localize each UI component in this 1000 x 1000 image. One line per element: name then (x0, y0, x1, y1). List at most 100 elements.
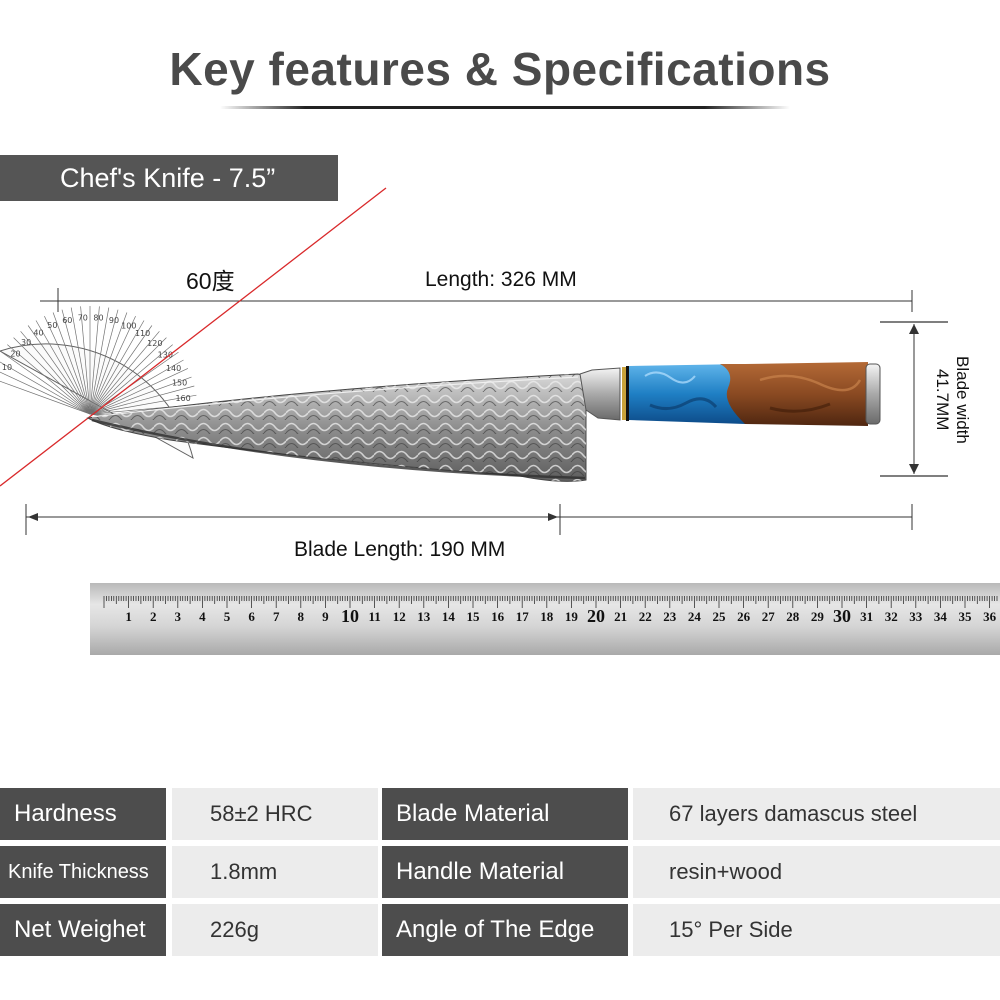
ruler-number: 14 (441, 609, 455, 624)
ruler-number: 22 (638, 609, 652, 624)
protractor-ray (0, 361, 91, 415)
ruler-number: 18 (540, 609, 554, 624)
protractor-label: 130 (158, 351, 173, 360)
ruler-number: 10 (341, 606, 359, 626)
knife-handle (629, 362, 881, 426)
protractor-label: 60 (62, 316, 72, 325)
protractor-label: 50 (47, 321, 57, 330)
ruler-number: 11 (368, 609, 381, 624)
protractor-ray (89, 306, 100, 415)
product-banner: Chef's Knife - 7.5” (0, 155, 338, 201)
protractor-ray (89, 312, 128, 415)
edge-angle-line (0, 187, 387, 487)
knife-diagram: 1020304050607080901001101201301401501601… (0, 187, 948, 535)
ruler-number: 1 (125, 609, 132, 624)
ruler-number: 12 (392, 609, 406, 624)
ruler-number: 24 (687, 609, 701, 624)
protractor-ray (27, 325, 91, 415)
ruler-number: 8 (297, 609, 305, 624)
protractor-label: 20 (10, 350, 20, 359)
ruler-number: 28 (786, 609, 800, 624)
ruler-number: 33 (909, 609, 923, 624)
protractor-ray (89, 320, 145, 415)
title-underline (220, 106, 790, 109)
angle-label: 60度 (186, 268, 235, 294)
spec-left-key: Net Weighet (0, 904, 166, 956)
protractor-ray (35, 320, 91, 415)
protractor-label: 120 (147, 339, 162, 348)
ruler-number: 13 (417, 609, 431, 624)
protractor-label: 40 (33, 328, 43, 337)
protractor-label: 10 (2, 363, 12, 372)
spec-right-key: Handle Material (382, 846, 628, 898)
ruler-number: 30 (833, 606, 851, 626)
protractor-label: 90 (109, 316, 119, 325)
spec-left-value: 58±2 HRC (172, 788, 378, 840)
ruler-number: 32 (884, 609, 898, 624)
protractor-ray (89, 344, 173, 415)
protractor-ray (89, 309, 119, 415)
spec-right-key: Blade Material (382, 788, 628, 840)
protractor-ray (89, 315, 136, 415)
ruler-number: 34 (933, 609, 947, 624)
spec-right-key: Angle of The Edge (382, 904, 628, 956)
protractor-label: 100 (121, 321, 136, 330)
protractor-label: 30 (21, 338, 31, 347)
protractor-label: 110 (135, 329, 150, 338)
protractor-ray (0, 371, 91, 415)
ruler-number: 4 (199, 609, 206, 624)
protractor-ray (1, 351, 91, 415)
knife-blade (86, 373, 587, 482)
protractor-label: 160 (175, 394, 190, 403)
protractor-ray (89, 337, 167, 415)
protractor-ray (13, 337, 91, 415)
protractor-ray (7, 344, 91, 415)
spec-left-value: 1.8mm (172, 846, 378, 898)
blade-width-label: Blade width 41.7MM (933, 356, 972, 444)
blade-length-label: Blade Length: 190 MM (294, 538, 506, 561)
protractor-ray (44, 315, 91, 415)
protractor-label: 140 (166, 364, 181, 373)
knife-bolster (579, 366, 629, 421)
ruler-number: 5 (223, 609, 231, 624)
protractor-ray (20, 331, 91, 415)
protractor-ray (52, 312, 91, 415)
protractor-label: 150 (172, 379, 187, 388)
ruler-number: 23 (663, 609, 677, 624)
protractor-ray (89, 331, 160, 415)
ruler-number: 26 (737, 609, 751, 624)
ruler-number: 25 (712, 609, 726, 624)
ruler-number: 21 (614, 609, 628, 624)
ruler-number: 2 (149, 609, 157, 624)
ruler-number: 31 (860, 609, 874, 624)
protractor-label: 70 (78, 313, 88, 322)
protractor-label: 80 (93, 313, 103, 322)
spec-left-key: Knife Thickness (0, 846, 166, 898)
spec-right-value: 15° Per Side (633, 904, 1000, 956)
ruler-number: 20 (587, 606, 605, 626)
spec-right-value: 67 layers damascus steel (633, 788, 1000, 840)
protractor-ray (89, 325, 153, 415)
ruler-number: 17 (515, 609, 529, 624)
ruler-number: 6 (248, 609, 255, 624)
ruler-number: 3 (174, 609, 182, 624)
protractor-ray (0, 380, 91, 415)
protractor-ray (89, 307, 110, 415)
ruler-number: 7 (272, 609, 280, 624)
protractor-ray (89, 368, 189, 415)
ruler-number: 35 (958, 609, 972, 624)
protractor-ray (89, 376, 192, 415)
ruler-number: 27 (761, 609, 775, 624)
protractor-ray (61, 309, 91, 415)
protractor-ray (70, 307, 91, 415)
spec-left-key: Hardness (0, 788, 166, 840)
ruler-ticks (103, 596, 998, 608)
spec-right-value: resin+wood (633, 846, 1000, 898)
length-label: Length: 326 MM (425, 268, 577, 291)
ruler-number: 19 (564, 609, 578, 624)
ruler-number: 29 (810, 609, 824, 624)
ruler-number: 15 (466, 609, 480, 624)
spec-left-value: 226g (172, 904, 378, 956)
